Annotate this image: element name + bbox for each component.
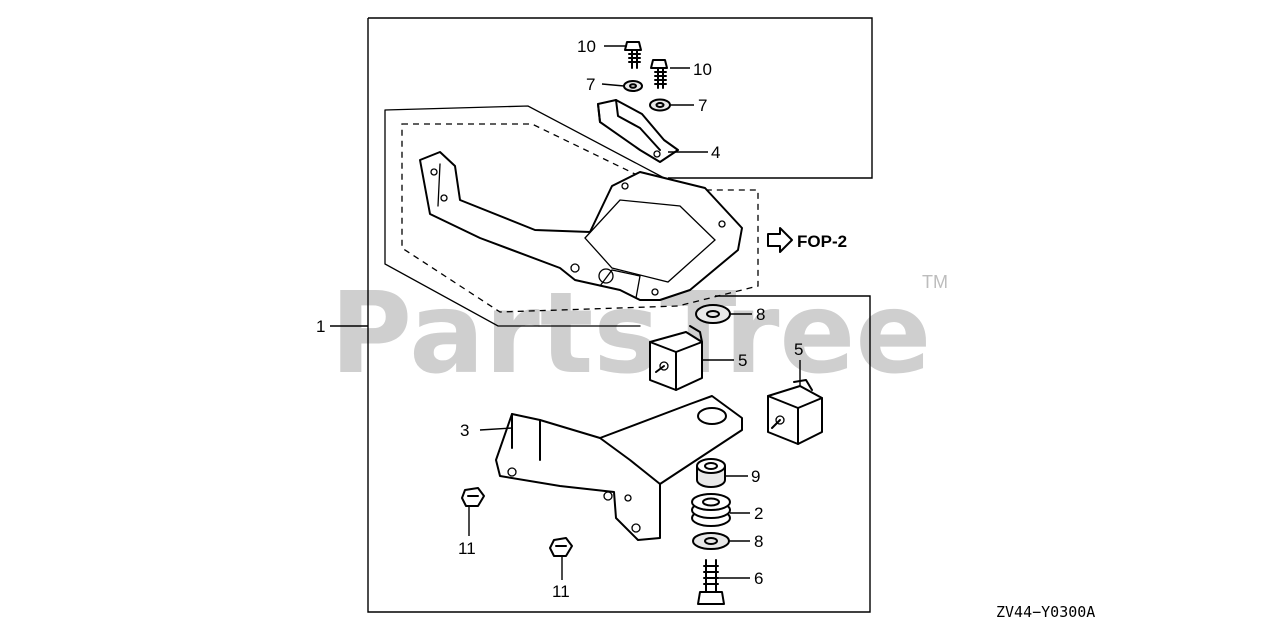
callout-7-left: 7 xyxy=(586,75,595,94)
mount-rubber-5-left xyxy=(649,325,703,391)
nut-11-right xyxy=(549,537,573,557)
watermark-trademark: TM xyxy=(922,272,948,292)
assembly-outline xyxy=(367,17,873,613)
reference-frame-dashed xyxy=(401,123,759,313)
fop-reference-label: FOP-2 xyxy=(797,232,847,251)
callout-2: 2 xyxy=(754,504,763,523)
callout-8-upper: 8 xyxy=(756,305,765,324)
washer-7-right xyxy=(649,98,671,112)
diagram-code: ZV44−Y0300A xyxy=(996,603,1095,621)
collar-9 xyxy=(696,458,726,488)
callout-3: 3 xyxy=(460,421,469,440)
leader-lines xyxy=(468,45,801,580)
callout-1: 1 xyxy=(316,317,325,336)
callout-10-top: 10 xyxy=(577,37,596,56)
callout-7-right: 7 xyxy=(698,96,707,115)
bracket-4 xyxy=(597,99,679,163)
callout-11-right: 11 xyxy=(552,582,570,601)
callout-5-left: 5 xyxy=(738,351,747,370)
callout-11-left: 11 xyxy=(458,539,476,558)
spring-2 xyxy=(691,493,731,527)
washer-8-upper xyxy=(695,304,731,324)
arrow-right-icon xyxy=(767,227,793,253)
main-frame-part xyxy=(419,151,743,301)
callout-6: 6 xyxy=(754,569,763,588)
reference-frame-solid xyxy=(384,105,669,327)
fop-reference[interactable]: FOP-2 xyxy=(767,227,847,253)
bolt-10-right xyxy=(650,59,668,89)
washer-8-lower xyxy=(692,532,730,550)
washer-7-left xyxy=(623,80,643,92)
lower-bracket-3 xyxy=(495,395,743,541)
callout-8-lower: 8 xyxy=(754,532,763,551)
callout-9: 9 xyxy=(751,467,760,486)
callout-4: 4 xyxy=(711,143,720,162)
callout-10-right: 10 xyxy=(693,60,712,79)
nut-11-left xyxy=(461,487,485,507)
bolt-6 xyxy=(697,559,725,605)
bolt-10-left xyxy=(624,41,642,69)
callout-5-right: 5 xyxy=(794,340,803,359)
